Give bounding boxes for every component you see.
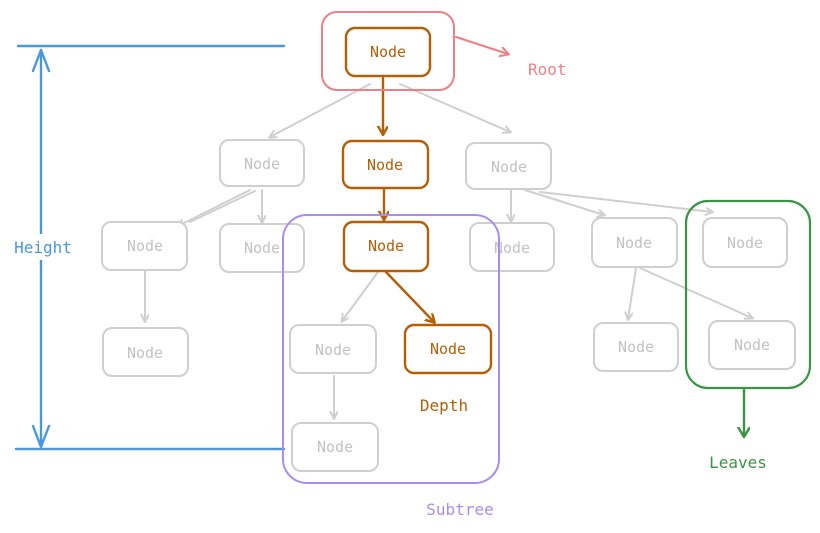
root-node: Node [344, 26, 432, 78]
tree-node-on-path: Node [342, 220, 430, 273]
depth-label: Depth [420, 396, 468, 415]
edge-root-to-l1-right [399, 83, 510, 132]
depth-path-edges [383, 76, 434, 322]
height-arrowhead-top [31, 48, 51, 73]
node-label: Node [494, 239, 530, 257]
node-label: Node [315, 341, 351, 359]
depth-node: Node [403, 323, 493, 375]
edge-l1right-to-l2d [524, 189, 604, 215]
tree-edges-faded [145, 83, 752, 418]
tree-node: Node [465, 142, 552, 190]
node-label: Node [244, 239, 280, 257]
tree-node: Node [591, 217, 678, 268]
height-arrowhead-bottom [31, 424, 51, 449]
edge-l2d-to-l3c [628, 267, 637, 319]
root-pointer-arrow [455, 36, 508, 54]
node-label: Node [727, 234, 763, 252]
tree-node: Node [102, 327, 189, 377]
subtree-label: Subtree [426, 500, 493, 519]
leaves-label: Leaves [709, 453, 767, 472]
subtree-annotation: Subtree [282, 214, 500, 519]
edge-l2mid-to-l3b [342, 271, 379, 321]
root-highlight-box [321, 11, 455, 91]
edge-root-to-l1-left [270, 83, 371, 137]
node-label: Node [616, 234, 652, 252]
tree-node: Node [289, 324, 377, 374]
tree-node: Node [469, 222, 555, 272]
node-label: Node [734, 336, 770, 354]
node-label: Node [127, 344, 163, 362]
tree-node: Node [708, 320, 796, 370]
node-label: Node [430, 340, 466, 358]
leaves-highlight-box [684, 199, 812, 390]
height-label-backdrop [8, 234, 76, 260]
node-label: Node [317, 438, 353, 456]
node-label: Node [244, 155, 280, 173]
tree-node: Node [291, 422, 379, 472]
root-label: Root [528, 60, 567, 79]
tree-node: Node [219, 139, 305, 187]
node-label: Node [491, 158, 527, 176]
edge-l1right-to-l2e [539, 191, 712, 212]
tree-node: Node [702, 217, 788, 268]
tree-node: Node [219, 223, 305, 273]
node-label: Node [368, 237, 404, 255]
height-label: Height [14, 238, 72, 257]
tree-nodes-faded: Node Node Node Node Node Node Node Node [101, 139, 796, 472]
tree-node-on-path: Node [341, 139, 430, 190]
edge-l2d-to-l3d [639, 267, 752, 318]
node-label: Node [618, 338, 654, 356]
root-annotation: Root [321, 11, 567, 91]
node-label: Node [127, 237, 163, 255]
node-label: Node [370, 43, 406, 61]
leaves-annotation: Leaves [684, 199, 812, 472]
tree-node: Node [101, 221, 188, 271]
subtree-highlight-box [282, 214, 500, 484]
node-label: Node [367, 156, 403, 174]
tree-nodes-path: Node Node Node Node [341, 26, 493, 375]
edge-l2mid-to-depth-node [384, 270, 434, 322]
edge-l1left-to-l2a-sketch [189, 190, 256, 223]
tree-node: Node [593, 322, 679, 372]
edge-l1left-to-l2a [178, 189, 251, 226]
